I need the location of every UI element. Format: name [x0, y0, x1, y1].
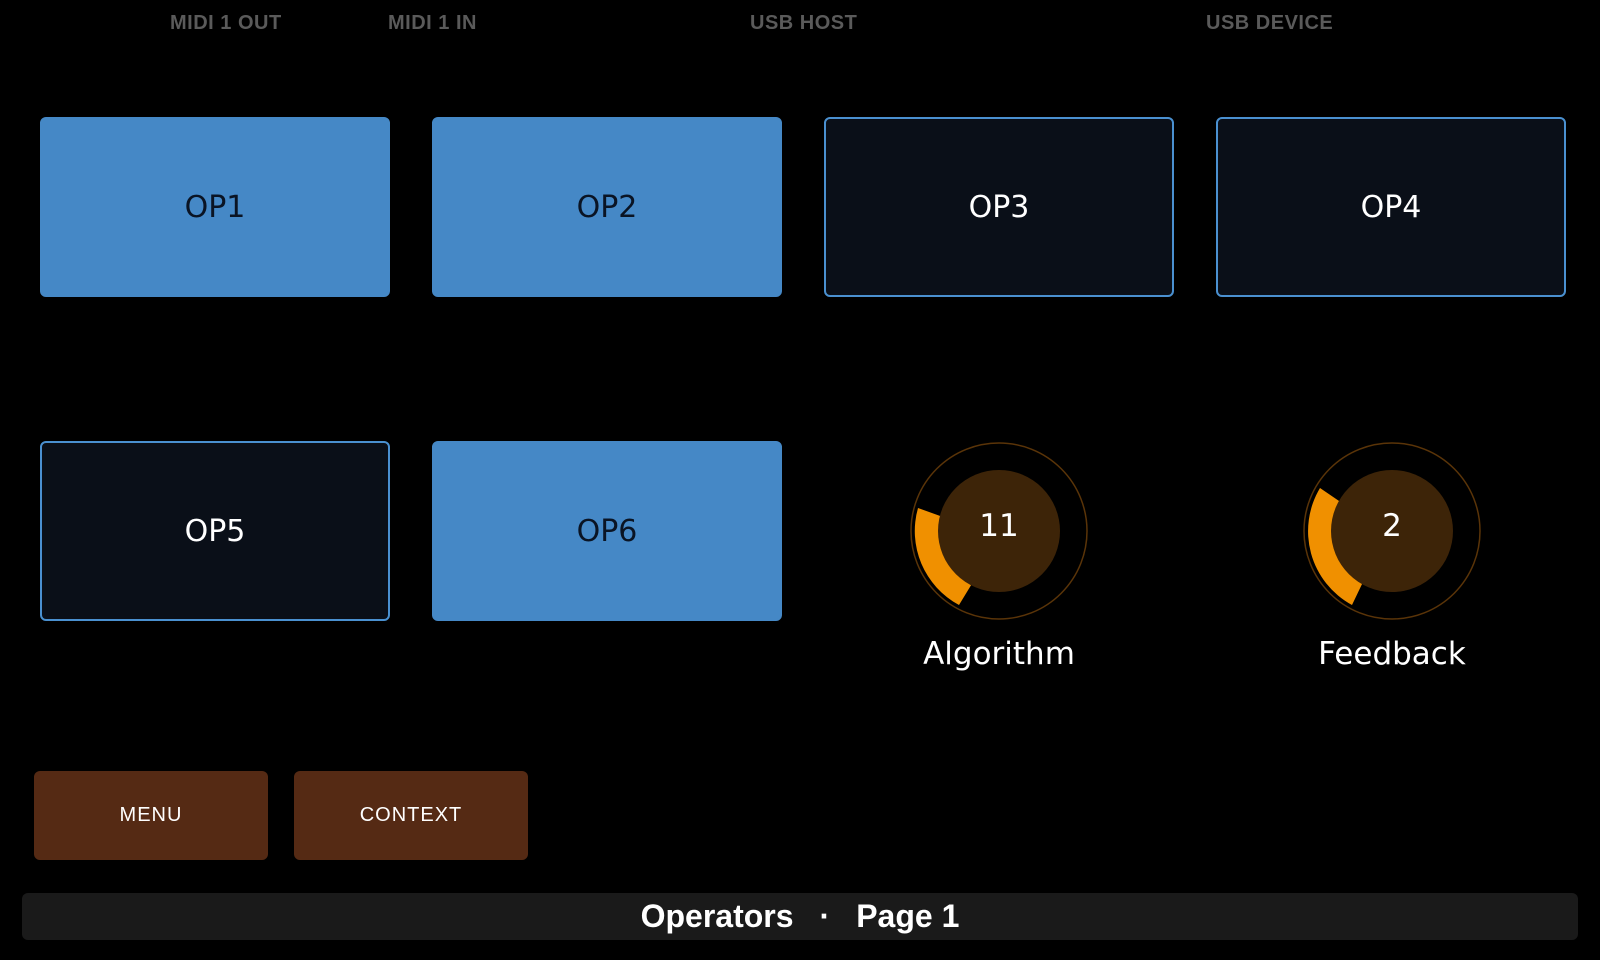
usb-device-status: USB DEVICE [1206, 12, 1334, 34]
page-title: Operators [640, 898, 794, 934]
op5-button[interactable]: OP5 [40, 441, 390, 621]
algorithm-value: 11 [979, 508, 1019, 544]
usb-host-status: USB HOST [750, 12, 858, 34]
footer-separator: · [819, 898, 831, 934]
page-number: Page 1 [856, 898, 960, 934]
op4-button[interactable]: OP4 [1216, 117, 1566, 297]
op3-button[interactable]: OP3 [824, 117, 1174, 297]
feedback-knob[interactable]: 2 Feedback [1297, 436, 1487, 696]
algorithm-label: Algorithm [923, 636, 1075, 672]
algorithm-knob-graphic [910, 442, 1088, 620]
op6-button[interactable]: OP6 [432, 441, 782, 621]
context-button[interactable]: CONTEXT [294, 771, 528, 860]
midi-out-status: MIDI 1 OUT [170, 12, 282, 34]
feedback-label: Feedback [1318, 636, 1466, 672]
page-footer: Operators · Page 1 [22, 893, 1578, 940]
feedback-knob-graphic [1303, 442, 1481, 620]
feedback-value: 2 [1382, 508, 1402, 544]
algorithm-knob[interactable]: 11 Algorithm [904, 436, 1094, 696]
menu-button[interactable]: MENU [34, 771, 268, 860]
op2-button[interactable]: OP2 [432, 117, 782, 297]
midi-in-status: MIDI 1 IN [388, 12, 477, 34]
op1-button[interactable]: OP1 [40, 117, 390, 297]
